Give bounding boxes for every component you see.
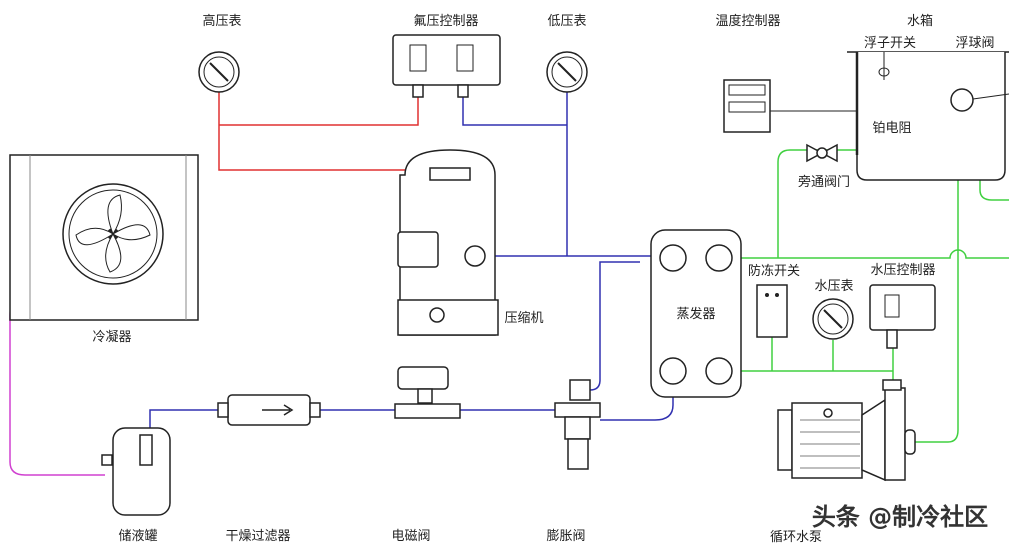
label-evaporator: 蒸发器 bbox=[676, 306, 715, 322]
label-receiver: 储液罐 bbox=[118, 529, 157, 544]
label-refrigerant-pressure-controller: 氟压控制器 bbox=[413, 14, 478, 29]
label-water-pressure-gauge: 水压表 bbox=[814, 279, 853, 294]
refrigerant-pressure-controller bbox=[392, 34, 501, 98]
label-expansion-valve: 膨胀阀 bbox=[546, 529, 585, 544]
label-water-pressure-controller: 水压控制器 bbox=[870, 263, 935, 278]
label-high-pressure-gauge: 高压表 bbox=[202, 13, 241, 29]
label-temperature-controller: 温度控制器 bbox=[715, 13, 780, 29]
circulating-pump bbox=[777, 379, 916, 482]
label-float-switch: 浮子开关 bbox=[864, 36, 916, 51]
filter-drier bbox=[217, 394, 321, 426]
bypass-valve bbox=[806, 143, 838, 163]
label-solenoid-valve: 电磁阀 bbox=[391, 529, 430, 544]
label-antifreeze-switch: 防冻开关 bbox=[748, 263, 800, 279]
label-water-tank: 水箱 bbox=[907, 13, 933, 29]
compressor bbox=[397, 149, 499, 336]
label-filter-drier: 干燥过滤器 bbox=[225, 529, 290, 544]
water-lines bbox=[719, 149, 1009, 443]
high-pressure-lines bbox=[218, 92, 419, 171]
condenser bbox=[9, 154, 199, 321]
low-pressure-gauge bbox=[546, 51, 588, 93]
high-pressure-gauge bbox=[198, 51, 240, 93]
label-float-valve: 浮球阀 bbox=[955, 36, 994, 51]
receiver bbox=[101, 427, 171, 516]
solenoid-valve bbox=[394, 366, 461, 419]
label-condenser: 冷凝器 bbox=[92, 329, 131, 345]
label-low-pressure-gauge: 低压表 bbox=[547, 14, 586, 29]
label-compressor: 压缩机 bbox=[504, 310, 543, 326]
label-circulating-pump: 循环水泵 bbox=[770, 530, 822, 545]
label-bypass-valve: 旁通阀门 bbox=[798, 174, 850, 190]
antifreeze-switch bbox=[756, 284, 788, 338]
temperature-controller bbox=[723, 79, 862, 133]
watermark: 头条 @制冷社区 bbox=[812, 503, 988, 531]
water-pressure-controller bbox=[869, 284, 936, 349]
discharge-line bbox=[9, 299, 105, 476]
label-platinum-resistor: 铂电阻 bbox=[872, 120, 911, 136]
water-tank bbox=[847, 51, 1009, 181]
expansion-valve bbox=[554, 379, 601, 470]
water-pressure-gauge bbox=[812, 298, 854, 340]
evaporator bbox=[650, 229, 742, 398]
